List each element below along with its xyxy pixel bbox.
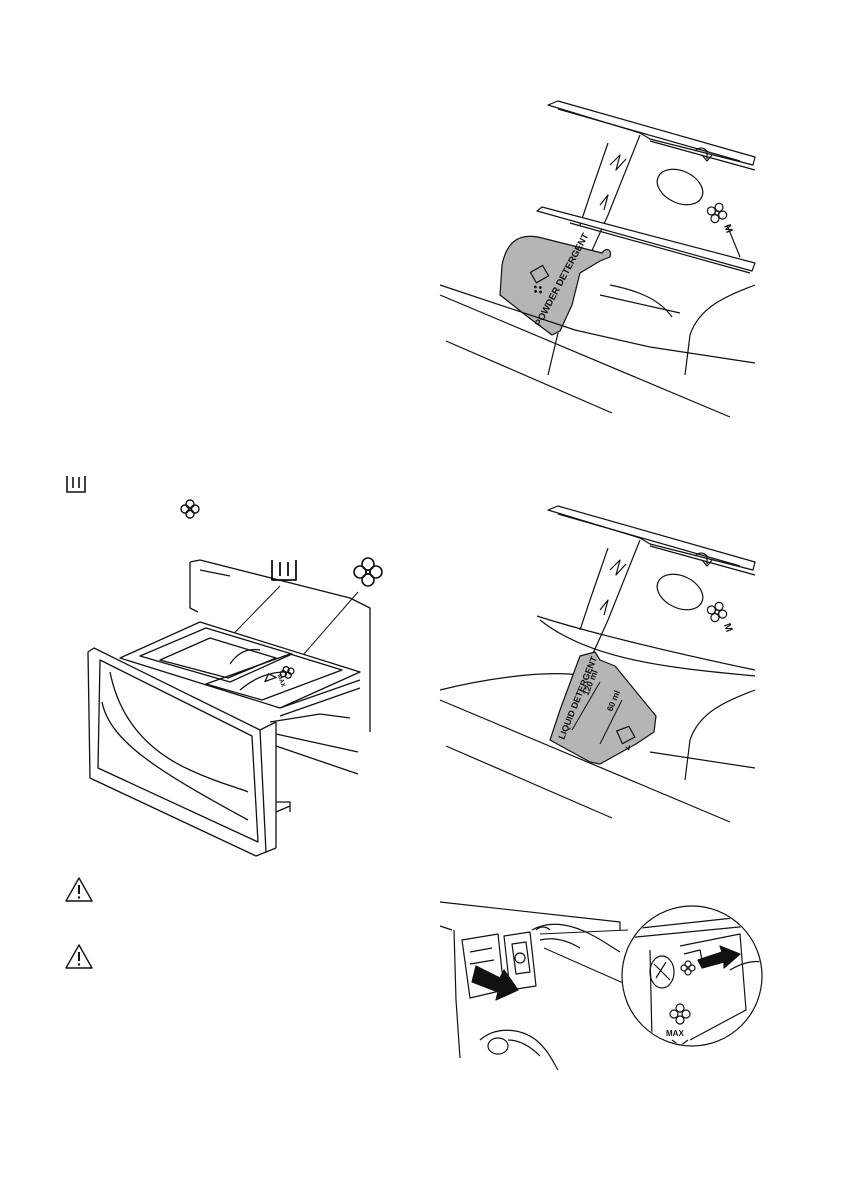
- softener-icon: [704, 599, 730, 625]
- powder-detergent-figure: M POWDER DETERGENT: [440, 95, 760, 420]
- softener-icon: [354, 558, 382, 586]
- dispenser-max-text: M: [721, 223, 734, 235]
- zoom-detail: MAX: [622, 906, 770, 1046]
- dispenser-max-text: M: [721, 622, 734, 634]
- softener-icon: [178, 497, 202, 521]
- detergent-drawer-figure: MAX: [80, 552, 400, 862]
- warning-triangle-icon: [64, 943, 94, 970]
- softener-icon: [704, 200, 730, 226]
- warning-triangle-icon: [64, 876, 94, 903]
- zoom-max-text: MAX: [666, 1029, 684, 1038]
- liquid-flap: [550, 652, 656, 764]
- liquid-detergent-figure: M LIQUID DETERGENT 120 ml 60 ml: [440, 500, 760, 825]
- prewash-icon: [64, 474, 90, 496]
- prewash-icon: [272, 560, 296, 580]
- drawer-removal-figure: MAX: [440, 890, 760, 1070]
